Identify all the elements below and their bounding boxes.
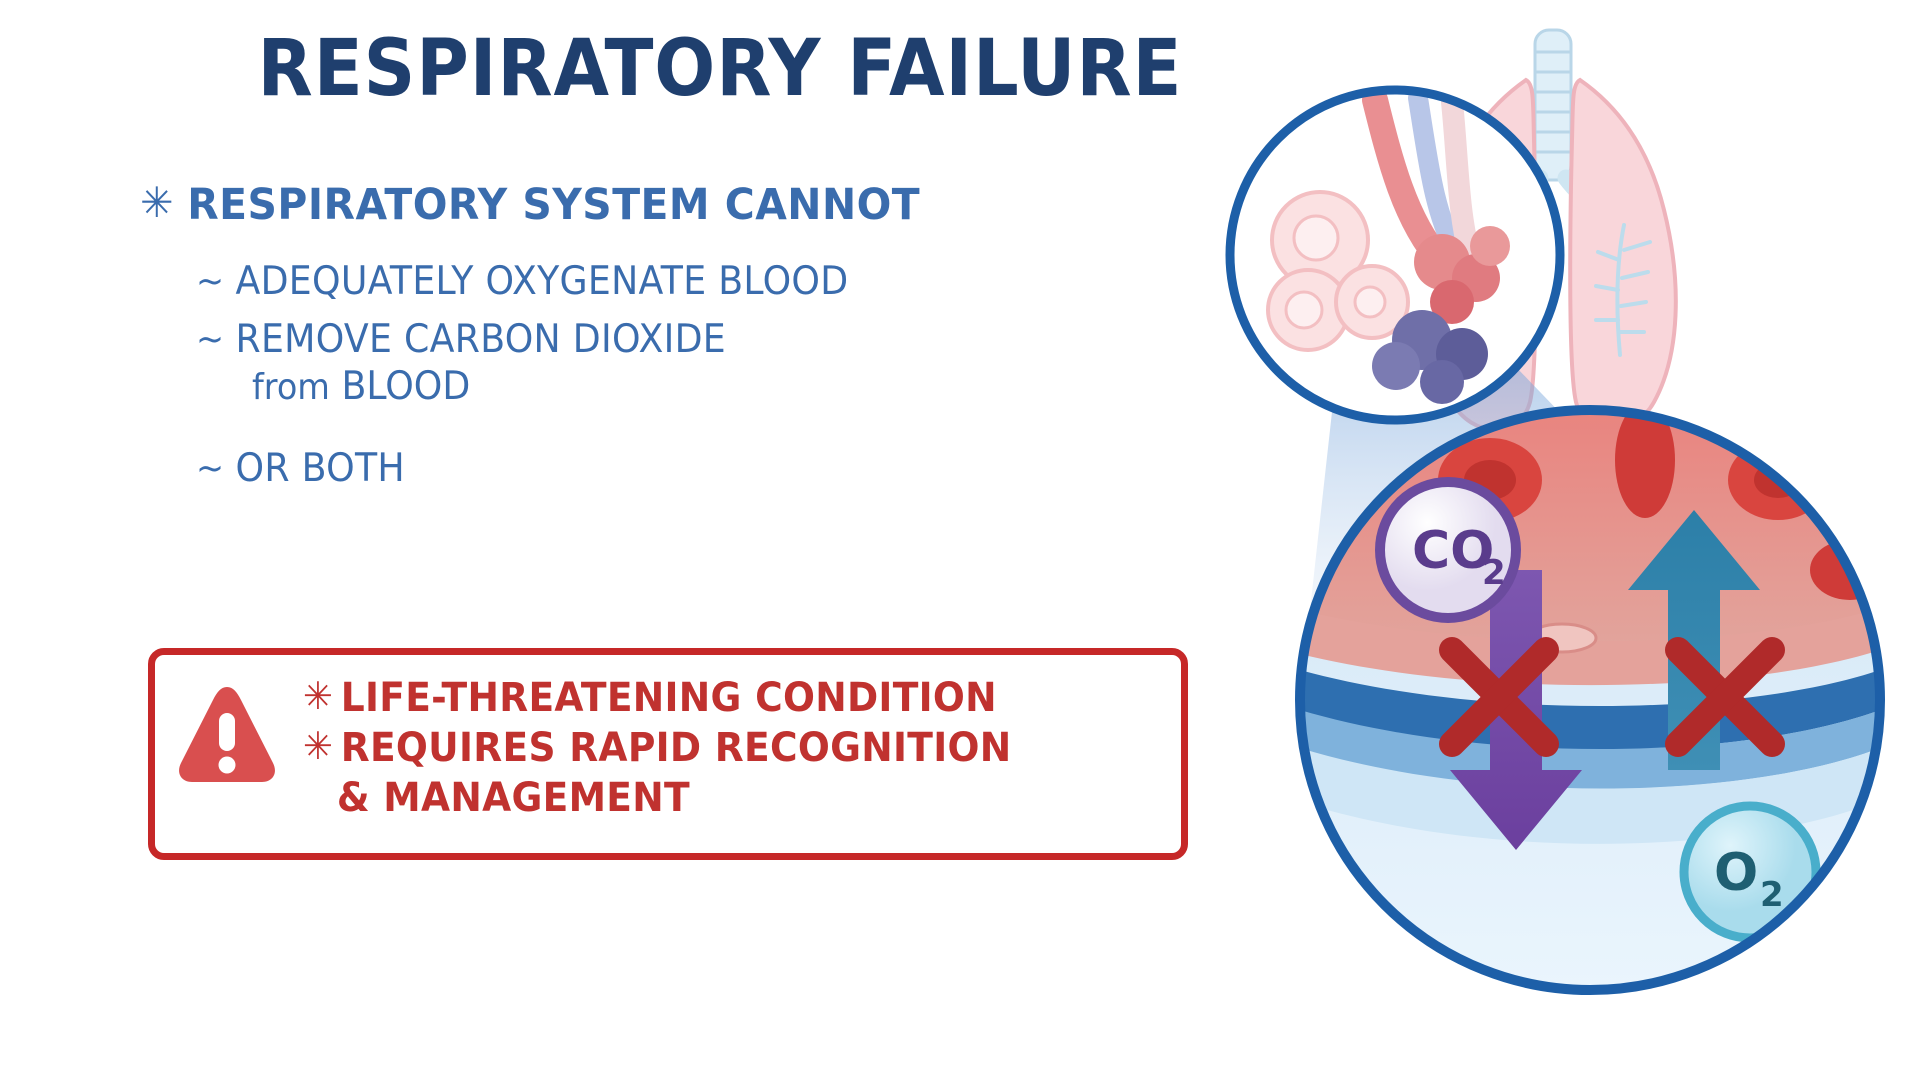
co2-molecule-bubble: CO 2 — [1375, 477, 1521, 623]
asterisk-icon: ✳ — [303, 724, 334, 768]
capillary-cluster-blue — [1372, 310, 1488, 404]
warning-line-label: REQUIRES RAPID RECOGNITION — [340, 725, 1012, 771]
red-x-mark-right — [1665, 637, 1785, 757]
lungs-alveoli-gas-exchange-diagram: CO 2 O 2 — [1190, 10, 1920, 1050]
list-item: ~ ADEQUATELY OXYGENATE BLOOD — [196, 262, 1033, 302]
alveolar-sacs — [1266, 190, 1410, 352]
bronchiole — [1441, 91, 1483, 273]
tilde-marker-icon: ~ — [196, 447, 225, 489]
warning-triangle-icon — [179, 687, 275, 782]
main-bullet: ✳ RESPIRATORY SYSTEM CANNOT — [140, 180, 920, 230]
warning-callout-box: ✳ LIFE-THREATENING CONDITION ✳ REQUIRES … — [148, 648, 1188, 860]
list-item-label: ADEQUATELY OXYGENATE BLOOD — [235, 259, 849, 304]
list-item-label: REMOVE CARBON DIOXIDE — [235, 316, 726, 362]
list-item: ~ REMOVE CARBON DIOXIDE — [196, 316, 1033, 362]
sub-bullet-list: ~ ADEQUATELY OXYGENATE BLOOD ~ REMOVE CA… — [196, 262, 1096, 488]
warning-continuation: & MANAGEMENT — [336, 775, 690, 821]
warning-text-block: ✳ LIFE-THREATENING CONDITION ✳ REQUIRES … — [303, 673, 1011, 823]
alveolar-wall-dark — [1300, 670, 1880, 750]
o2-subscript: 2 — [1760, 875, 1784, 915]
content-column: ✳ RESPIRATORY SYSTEM CANNOT ~ ADEQUATELY… — [140, 180, 1188, 860]
page-title: RESPIRATORY FAILURE — [257, 24, 1183, 114]
asterisk-icon: ✳ — [140, 178, 174, 227]
list-item-continuation: from BLOOD — [252, 364, 1037, 409]
tilde-marker-icon: ~ — [196, 261, 225, 302]
warning-line: ✳ REQUIRES RAPID RECOGNITION — [303, 723, 1011, 773]
co2-label: CO — [1412, 521, 1494, 581]
capillary-cluster-red — [1414, 226, 1510, 324]
co2-subscript: 2 — [1482, 553, 1506, 593]
list-item-label: OR BOTH — [235, 445, 405, 491]
alveolar-wall-mid — [1300, 710, 1880, 790]
main-bullet-label: RESPIRATORY SYSTEM CANNOT — [187, 180, 921, 230]
lung-right-lobe — [1568, 77, 1678, 432]
continuation-lower-word: from — [252, 366, 330, 408]
list-item: ~ OR BOTH — [196, 445, 1033, 491]
alveoli-closeup-circle — [1225, 85, 1565, 425]
o2-label: O — [1714, 843, 1758, 903]
warning-line-label: LIFE-THREATENING CONDITION — [340, 675, 997, 721]
o2-blocked-arrow-up — [1628, 510, 1760, 770]
red-x-mark-left — [1439, 637, 1559, 757]
warning-line: ✳ LIFE-THREATENING CONDITION — [303, 673, 1011, 723]
tilde-marker-icon: ~ — [196, 318, 225, 360]
capillary-gas-exchange-circle: CO 2 O 2 — [1295, 405, 1885, 995]
o2-molecule-bubble: O 2 — [1679, 801, 1821, 943]
continuation-upper-word: BLOOD — [341, 363, 471, 409]
asterisk-icon: ✳ — [303, 674, 334, 718]
